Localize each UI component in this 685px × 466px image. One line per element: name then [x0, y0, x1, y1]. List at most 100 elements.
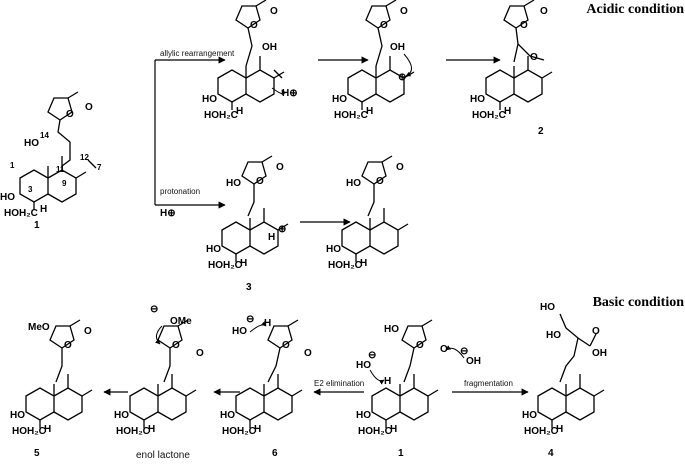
ho-minus-1b: HO [356, 360, 371, 371]
label-e2-elimination: E2 elimination [314, 379, 364, 388]
plus-b: ⊕ [398, 72, 406, 83]
ho-enol: HO [114, 410, 129, 421]
carbonyl-o-2: O [540, 6, 548, 17]
proton-reagent: H⊕ [160, 208, 176, 219]
num-7: 7 [97, 163, 102, 172]
carbonyl-o-3: O [396, 162, 404, 173]
h-3: H [360, 258, 367, 269]
structure-cation-b: O O OH ⊕ HO HOH₂C H [332, 0, 415, 121]
ho-top-1b: HO [384, 324, 399, 335]
ho-3-1: HO [0, 192, 15, 203]
lactone-o-5: O [64, 340, 72, 351]
structure-3: O O HO HO HOH₂C H 3 [246, 155, 409, 293]
hoh2c-1b: HOH₂C [358, 426, 392, 437]
num-11: 11 [56, 165, 65, 174]
h-6: H [254, 424, 261, 435]
lactone-o-1b: O [416, 340, 424, 351]
structure-1-bottom: HO O O HO ⊖ H OH ⊖ HO HOH₂C H 1 [356, 319, 481, 459]
h-a: H [236, 106, 243, 117]
minus-6: ⊖ [246, 314, 254, 325]
h-5: H [44, 424, 51, 435]
heading-acidic: Acidic condition [586, 2, 684, 17]
label-6: 6 [272, 448, 278, 459]
h-4: H [556, 424, 563, 435]
lactone-o-c: O [256, 176, 264, 187]
label-2: 2 [538, 126, 544, 137]
label-4: 4 [548, 448, 554, 459]
ho-top-3: HO [346, 178, 361, 189]
branch-arrows-top [154, 56, 226, 209]
lactone-o-2: O [520, 20, 528, 31]
ho-1b: HO [356, 410, 371, 421]
hoh2c-2: HOH₂C [472, 110, 506, 121]
ho-minus-6: HO [232, 326, 247, 337]
carbonyl-o-b: O [400, 6, 408, 17]
ho-2: HO [470, 94, 485, 105]
hoh2c-a: HOH₂C [204, 110, 238, 121]
h-abstract-6: H [264, 318, 271, 329]
carbonyl-o-a: O [270, 6, 278, 17]
carbonyl-o-6: O [304, 348, 312, 359]
oh-4: OH [592, 348, 607, 359]
hoh2c-4: HOH₂C [524, 426, 558, 437]
hoh2c-c: HOH₂C [208, 260, 242, 271]
structure-cation-c: O O HO H ⊕ HO HOH₂C H [206, 155, 289, 271]
label-allylic-rearrangement: allylic rearrangement [160, 49, 235, 58]
structure-enol-lactone: ⊖ OMe O O HO HOH₂C H enol lactone [114, 304, 204, 461]
structure-1-top: O O HO 14 12 11 1 9 7 3 HO HOH₂C H 1 [0, 91, 102, 231]
oh-right-1b: OH [466, 356, 481, 367]
lactone-o-1: O [66, 109, 74, 120]
lactone-o-a: O [250, 20, 258, 31]
ho-14-1: HO [24, 138, 39, 149]
carbonyl-o-5: O [84, 326, 92, 337]
label-5: 5 [34, 448, 40, 459]
structure-5: MeO O O HO HOH₂C H 5 [10, 319, 93, 459]
lactone-o-b: O [380, 20, 388, 31]
ho-4: HO [522, 410, 537, 421]
structure-4: HO HO O OH HO HOH₂C H 4 [522, 302, 607, 459]
structure-2: O O O HO HOH₂C H 2 [470, 0, 553, 137]
heading-basic: Basic condition [593, 295, 685, 310]
ho-top-4: HO [540, 302, 555, 313]
ho-6: HO [220, 410, 235, 421]
ether-o-2: O [530, 52, 538, 63]
num-12: 12 [80, 153, 89, 162]
h-abstract-1b: H [384, 376, 391, 387]
lactone-o-enol: O [172, 340, 180, 351]
hplus-a: H⊕ [282, 88, 298, 99]
carbonyl-o-1b: O [440, 344, 448, 355]
minus-right-1b: ⊖ [460, 346, 468, 357]
ho-a: HO [202, 94, 217, 105]
ho-3: HO [326, 244, 341, 255]
h-cation-c: H [268, 232, 275, 243]
h-2: H [504, 106, 511, 117]
label-1-top: 1 [34, 220, 40, 231]
ho-top-c: HO [226, 178, 241, 189]
num-3: 3 [28, 185, 33, 194]
ome: OMe [170, 316, 192, 327]
h-enol: H [148, 424, 155, 435]
h-c: H [240, 258, 247, 269]
structure-allylic-cation-precursor: O O OH H⊕ HO HOH₂C H [202, 0, 298, 121]
carbonyl-o-c: O [276, 162, 284, 173]
hoh2c-enol: HOH₂C [116, 426, 150, 437]
num-14: 14 [40, 131, 49, 140]
ho-c: HO [206, 244, 221, 255]
hoh2c-6: HOH₂C [222, 426, 256, 437]
lactone-o-6: O [282, 340, 290, 351]
h-1: H [40, 204, 47, 215]
oh-a: OH [262, 42, 277, 53]
num-1: 1 [10, 161, 15, 170]
h-b: H [366, 106, 373, 117]
plus-c: ⊕ [278, 224, 286, 235]
ho-b: HO [332, 94, 347, 105]
h-1b: H [390, 424, 397, 435]
hoh2c-5: HOH₂C [12, 426, 46, 437]
oh-b: OH [390, 42, 405, 53]
num-9: 9 [62, 179, 67, 188]
ome-minus: ⊖ [150, 304, 158, 315]
label-protonation: protonation [160, 187, 200, 196]
label-fragmentation: fragmentation [464, 379, 513, 388]
label-1-bottom: 1 [398, 448, 404, 459]
ho-mid-4: HO [546, 330, 561, 341]
